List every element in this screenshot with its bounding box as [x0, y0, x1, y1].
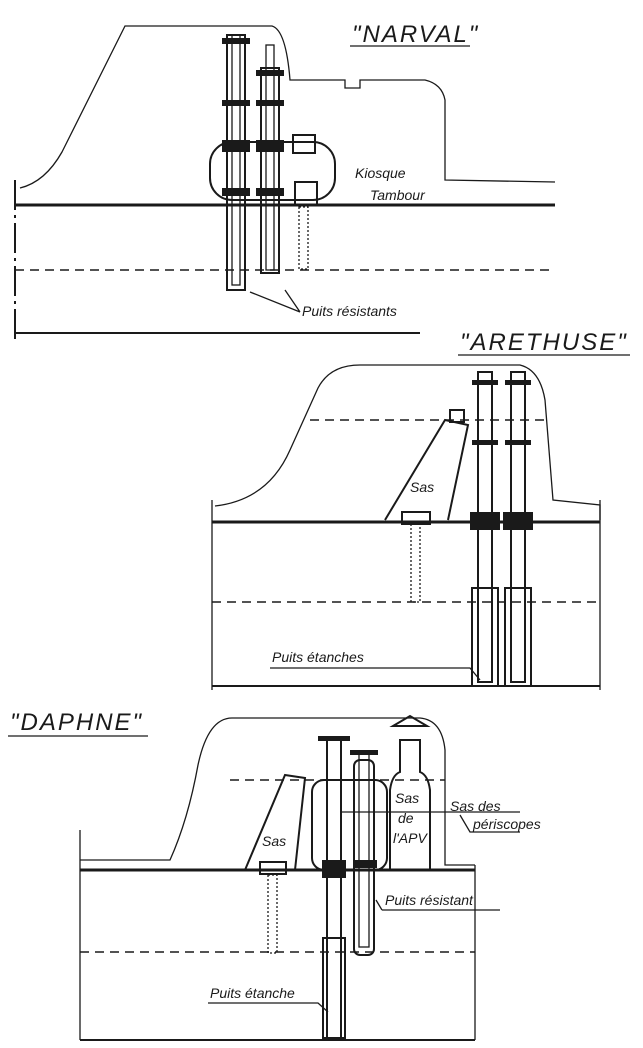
label-sas-apv-3: l'APV	[393, 830, 428, 846]
hatch	[294, 181, 318, 206]
label-sas-periscopes-1: Sas des	[450, 798, 501, 814]
leader-line	[340, 811, 520, 833]
sas-shape	[244, 773, 307, 871]
flanges	[222, 38, 284, 196]
hatch	[449, 409, 465, 423]
label-sas-apv-1: Sas	[395, 790, 419, 806]
hatch	[292, 134, 316, 154]
ladder	[298, 206, 309, 270]
label-sas-periscopes-2: périscopes	[472, 816, 541, 832]
label-puits-etanches: Puits étanches	[272, 649, 364, 665]
label-sas-apv-2: de	[398, 810, 414, 826]
periscope-well	[260, 67, 280, 274]
daphne-title: "DAPHNE"	[10, 709, 143, 736]
periscope-tube	[326, 739, 342, 1039]
arethuse-title: "ARETHUSE"	[460, 329, 628, 356]
periscope-housing	[311, 779, 388, 871]
watertight-well	[471, 587, 499, 687]
hatch	[389, 714, 431, 727]
resistant-well	[353, 759, 375, 956]
periscope-well	[226, 34, 246, 291]
watertight-well	[504, 587, 532, 687]
daphne-diagram: "DAPHNE" Sas Sas de l'APV Sas des périsc…	[8, 709, 541, 1041]
flanges	[318, 736, 378, 878]
label-puits-resistants: Puits résistants	[302, 303, 397, 319]
label-tambour: Tambour	[370, 187, 426, 203]
label-puits-resistant: Puits résistant	[385, 892, 474, 908]
sail-outline	[19, 25, 556, 189]
periscope-tube	[358, 751, 370, 948]
narval-diagram: "NARVAL" Kiosque Tambour Puits résistant…	[14, 21, 556, 340]
ladder	[410, 523, 421, 603]
narval-title: "NARVAL"	[352, 21, 479, 48]
periscope-tube	[231, 34, 241, 286]
label-sas: Sas	[410, 479, 434, 495]
label-sas: Sas	[262, 833, 286, 849]
leader-line	[270, 667, 481, 681]
sas-apv-shape	[389, 739, 431, 870]
arethuse-diagram: "ARETHUSE" Sas Puits étanches	[211, 329, 630, 690]
hatch	[259, 861, 287, 875]
periscope-tube	[265, 44, 275, 271]
leader-line	[249, 289, 301, 313]
label-puits-etanche: Puits étanche	[210, 985, 295, 1001]
sas-shape	[384, 418, 470, 521]
flanges	[470, 380, 533, 530]
sail-outline	[214, 364, 601, 520]
sail-outline	[80, 717, 475, 866]
leader-line	[208, 1002, 329, 1013]
leader-line	[375, 899, 500, 911]
label-kiosque: Kiosque	[355, 165, 406, 181]
ladder	[267, 874, 278, 954]
